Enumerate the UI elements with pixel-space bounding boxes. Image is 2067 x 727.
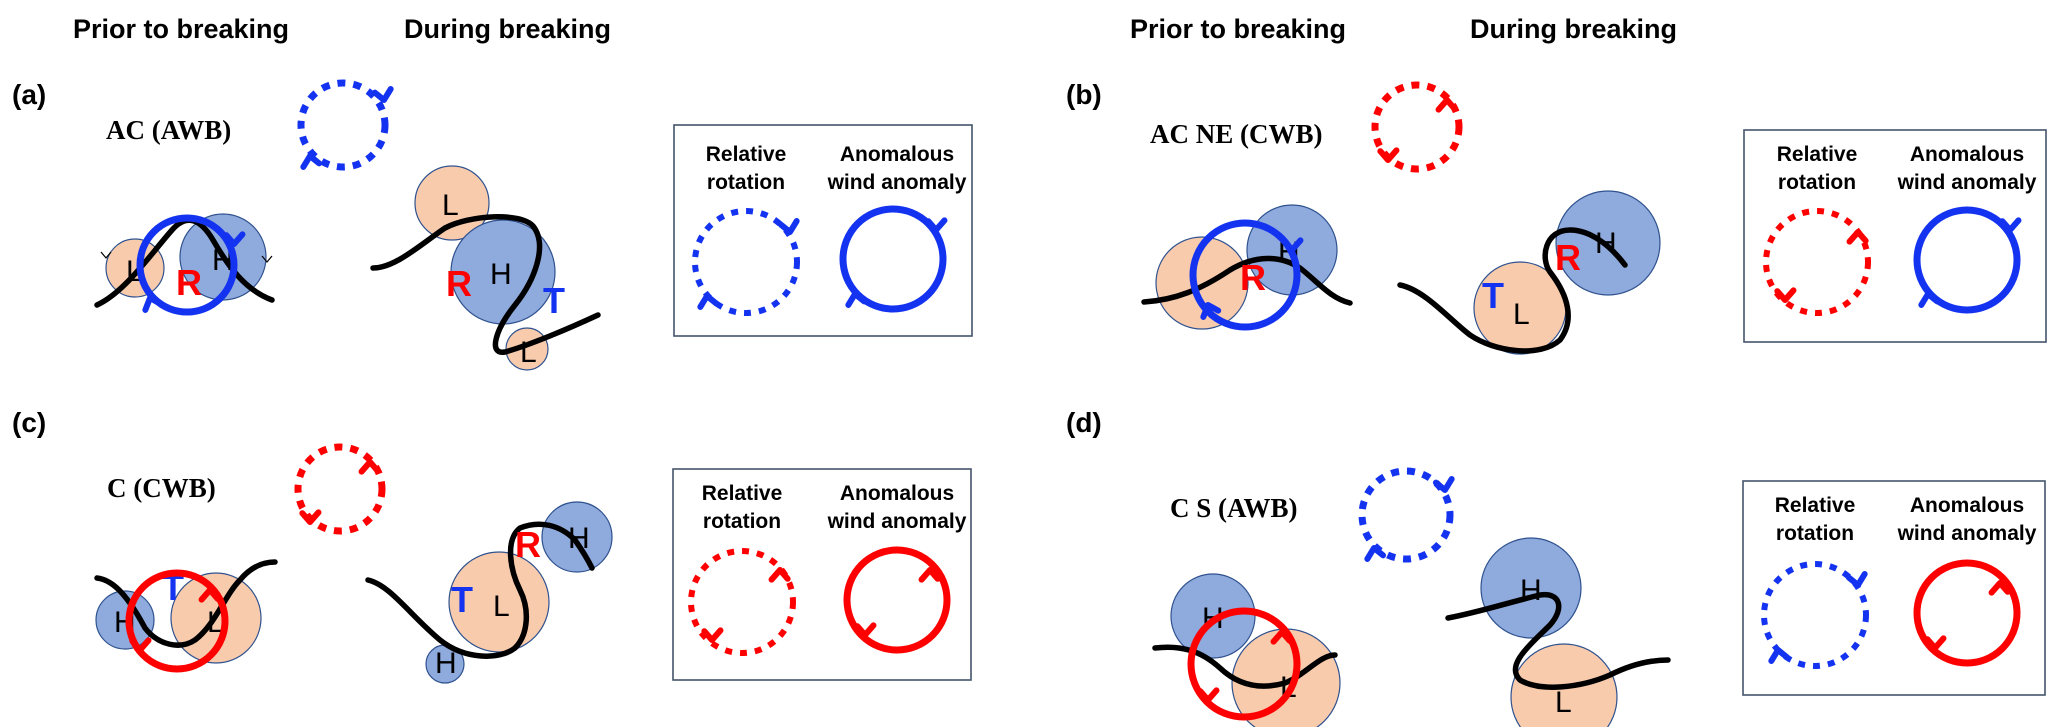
legend-dashed-circle-icon — [1761, 561, 1867, 669]
low-label: L — [442, 189, 459, 222]
legend-b: Relative rotation Anomalous wind anomaly — [1743, 129, 2047, 343]
header-during-left: During breaking — [404, 14, 611, 44]
panel-label-b: (b) — [1066, 79, 1102, 110]
during-state-d: H L — [1445, 537, 1671, 727]
legend-anomalous-line2: wind anomaly — [827, 510, 967, 533]
high-system — [95, 590, 155, 650]
jet-front-line — [365, 521, 595, 659]
high-label: H — [1520, 574, 1542, 607]
legend-solid-circle-icon — [1913, 559, 2021, 667]
low-system — [1155, 236, 1249, 330]
prior-state-c: H L T — [94, 559, 278, 673]
legend-d: Relative rotation Anomalous wind anomaly — [1742, 480, 2046, 696]
jet-front-line — [1141, 255, 1353, 306]
legend-relative-line2: rotation — [1778, 171, 1856, 194]
legend-c: Relative rotation Anomalous wind anomaly — [672, 468, 972, 681]
legend-dashed-circle-icon — [1763, 208, 1871, 316]
panel-label-c: (c) — [12, 407, 46, 438]
relative-rotation-icon — [1358, 467, 1454, 561]
jet-front-line — [1152, 644, 1338, 689]
relative-rotation-icon — [294, 443, 386, 535]
legend-dashed-circle-icon — [692, 208, 799, 316]
legend-relative-line1: Relative — [1777, 143, 1858, 166]
ridge-tag-R: R — [1240, 257, 1266, 298]
legend-solid-circle-icon — [843, 546, 951, 654]
header-prior-right: Prior to breaking — [1130, 14, 1346, 44]
panel-title-d: C S (AWB) — [1170, 493, 1298, 523]
legend-relative-line2: rotation — [703, 510, 781, 533]
low-label: L — [1513, 298, 1530, 331]
during-state-a: L H L R T — [370, 165, 601, 371]
panel-title-c: C (CWB) — [107, 473, 216, 503]
low-label: L — [1555, 686, 1572, 719]
ridge-tag-R: R — [176, 262, 202, 303]
header-during-right: During breaking — [1470, 14, 1677, 44]
header-prior-left: Prior to breaking — [73, 14, 289, 44]
legend-anomalous-line1: Anomalous — [1910, 143, 2024, 166]
legend-anomalous-line1: Anomalous — [1910, 494, 2024, 517]
legend-box — [1743, 129, 2047, 343]
high-system — [541, 501, 613, 573]
panel-d: (d) C S (AWB) H L H L — [1066, 407, 2046, 727]
high-system — [1170, 573, 1256, 659]
panel-title-a: AC (AWB) — [106, 115, 231, 145]
prior-state-b: H R — [1141, 204, 1353, 331]
legend-solid-circle-icon — [839, 205, 946, 313]
legend-anomalous-line1: Anomalous — [840, 482, 954, 505]
ridge-tag-R: R — [515, 524, 541, 565]
panel-label-a: (a) — [12, 79, 46, 110]
panel-label-d: (d) — [1066, 407, 1102, 438]
jet-front-line — [1397, 227, 1628, 354]
during-state-b: L H R T — [1397, 190, 1661, 355]
high-label: H — [435, 647, 457, 680]
legend-relative-line2: rotation — [1776, 522, 1854, 545]
trough-tag-T: T — [1482, 275, 1504, 316]
legend-anomalous-line1: Anomalous — [840, 143, 954, 166]
legend-solid-circle-icon — [1913, 206, 2020, 314]
high-label: H — [568, 522, 590, 555]
legend-relative-line2: rotation — [707, 171, 785, 194]
legend-anomalous-line2: wind anomaly — [1897, 171, 2037, 194]
prior-state-a: L H R — [94, 213, 275, 316]
panel-title-b: AC NE (CWB) — [1150, 119, 1323, 149]
anomalous-wind-ring — [136, 214, 244, 316]
relative-rotation-icon — [1371, 81, 1463, 173]
panel-c: (c) C (CWB) H L T L H H — [12, 407, 972, 684]
low-label: L — [493, 590, 510, 623]
legend-dashed-circle-icon — [688, 548, 796, 656]
legend-anomalous-line2: wind anomaly — [1897, 522, 2037, 545]
ridge-tag-R: R — [1555, 237, 1581, 278]
ridge-tag-R: R — [446, 263, 472, 304]
legend-anomalous-line2: wind anomaly — [827, 171, 967, 194]
trough-tag-T: T — [451, 579, 473, 620]
anomalous-wind-ring — [1187, 607, 1301, 721]
anomalous-wind-ring — [125, 569, 229, 673]
panel-b: (b) AC NE (CWB) H R L H R T — [1066, 79, 2047, 355]
legend-relative-line1: Relative — [702, 482, 783, 505]
relative-rotation-icon — [297, 79, 394, 169]
prior-state-d: H L — [1152, 573, 1341, 727]
anomalous-wind-ring — [1189, 219, 1302, 331]
trough-tag-T: T — [543, 280, 565, 321]
legend-relative-line1: Relative — [1775, 494, 1856, 517]
jet-front-line — [370, 214, 601, 355]
high-label: H — [490, 258, 512, 291]
during-state-c: L H H R T — [365, 501, 613, 684]
jet-front-line — [1445, 591, 1671, 690]
legend-relative-line1: Relative — [706, 143, 787, 166]
panel-a: (a) AC (AWB) L H R — [12, 79, 973, 371]
legend-a: Relative rotation Anomalous wind anomaly — [673, 124, 973, 337]
